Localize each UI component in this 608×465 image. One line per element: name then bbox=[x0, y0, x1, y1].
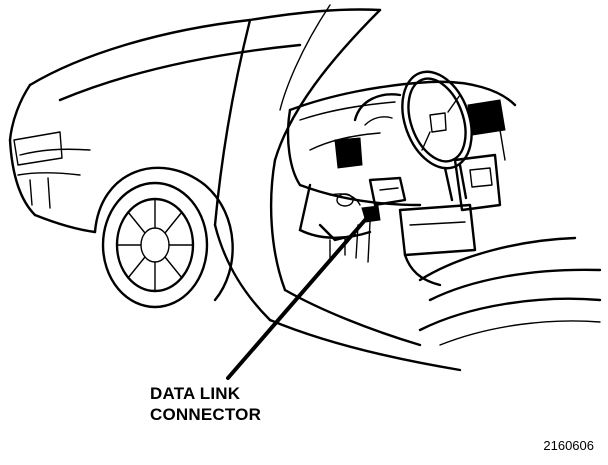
console-and-seat bbox=[398, 129, 602, 346]
callout-line-1: DATA LINK bbox=[150, 384, 241, 403]
data-link-connector-label: DATA LINK CONNECTOR bbox=[150, 383, 330, 425]
door-frame bbox=[213, 4, 462, 372]
steering-wheel bbox=[401, 70, 473, 202]
front-wheel bbox=[93, 166, 234, 309]
figure-number: 2160606 bbox=[543, 438, 594, 453]
dashboard bbox=[286, 80, 517, 259]
callout-line-2: CONNECTOR bbox=[150, 405, 262, 424]
car-body bbox=[8, 8, 382, 234]
callout-leader bbox=[226, 205, 381, 380]
